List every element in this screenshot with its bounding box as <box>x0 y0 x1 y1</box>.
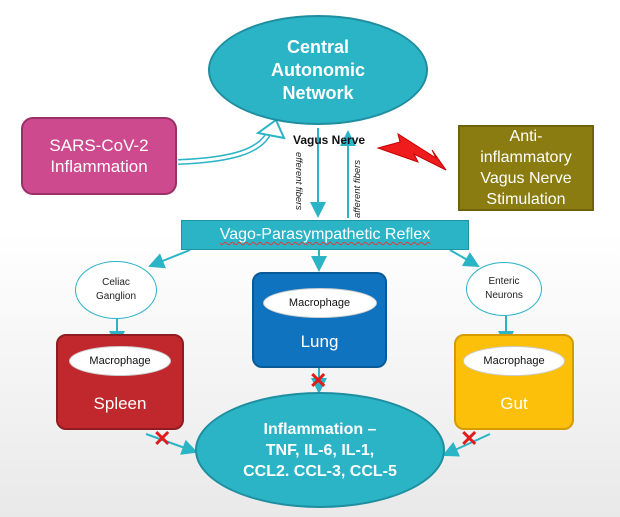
lung-block-mark: ✕ <box>309 368 328 393</box>
spleen-to-inflammation-arrow <box>145 433 198 455</box>
inflammation-line-3: CCL2. CCL-3, CCL-5 <box>243 462 397 480</box>
vagus-nerve-label: Vagus Nerve <box>293 133 366 147</box>
anti-line-2: inflammatory <box>480 149 572 166</box>
spleen-block-mark: ✕ <box>153 426 172 451</box>
gut-block-mark: ✕ <box>460 426 479 451</box>
celiac-ganglion-node: Celiac Ganglion <box>75 261 157 319</box>
reflex-label: Vago-Parasympathetic Reflex <box>219 226 431 243</box>
sars-line-2: Inflammation <box>50 157 148 176</box>
anti-inflammatory-vns-node: Anti- inflammatory Vagus Nerve Stimulati… <box>458 125 594 211</box>
enteric-line-2: Neurons <box>485 290 523 301</box>
gut-node: Macrophage Gut <box>454 334 574 430</box>
spleen-label: Spleen <box>93 394 147 413</box>
lightning-bolt-icon <box>376 132 447 171</box>
gut-to-inflammation-arrow <box>442 433 491 457</box>
gut-label: Gut <box>500 394 528 413</box>
sars-line-1: SARS-CoV-2 <box>49 136 149 155</box>
vago-parasympathetic-reflex-bar: Vago-Parasympathetic Reflex <box>181 220 469 250</box>
reflex-to-enteric-arrow <box>449 249 480 267</box>
anti-line-1: Anti- <box>509 128 543 145</box>
enteric-neurons-node: Enteric Neurons <box>466 262 542 316</box>
lung-label: Lung <box>300 332 339 351</box>
efferent-fibers-label: efferent fibers <box>293 152 304 211</box>
central-line-1: Central <box>286 36 349 57</box>
gut-macrophage: Macrophage <box>463 346 565 376</box>
anti-line-4: Stimulation <box>486 191 566 208</box>
lung-node: Macrophage Lung <box>252 272 387 368</box>
inflammation-line-2: TNF, IL-6, IL-1, <box>265 441 375 459</box>
central-line-3: Network <box>282 82 354 103</box>
celiac-line-1: Celiac <box>102 277 130 288</box>
sars-arrow-head <box>255 118 286 140</box>
enteric-line-1: Enteric <box>488 276 520 287</box>
lung-macrophage: Macrophage <box>262 288 377 318</box>
inflammation-line-1: Inflammation – <box>263 420 377 438</box>
spleen-macrophage: Macrophage <box>69 346 171 376</box>
sars-cov-2-node: SARS-CoV-2 Inflammation <box>21 117 177 195</box>
central-autonomic-network-node: Central Autonomic Network <box>208 15 428 125</box>
reflex-to-celiac-arrow <box>148 249 191 269</box>
anti-line-3: Vagus Nerve <box>480 170 572 187</box>
spleen-node: Macrophage Spleen <box>56 334 184 430</box>
afferent-fibers-label: afferent fibers <box>352 159 363 218</box>
inflammation-cytokines-node: Inflammation – TNF, IL-6, IL-1, CCL2. CC… <box>195 392 445 508</box>
celiac-line-2: Ganglion <box>95 291 137 302</box>
central-line-2: Autonomic <box>271 59 365 80</box>
